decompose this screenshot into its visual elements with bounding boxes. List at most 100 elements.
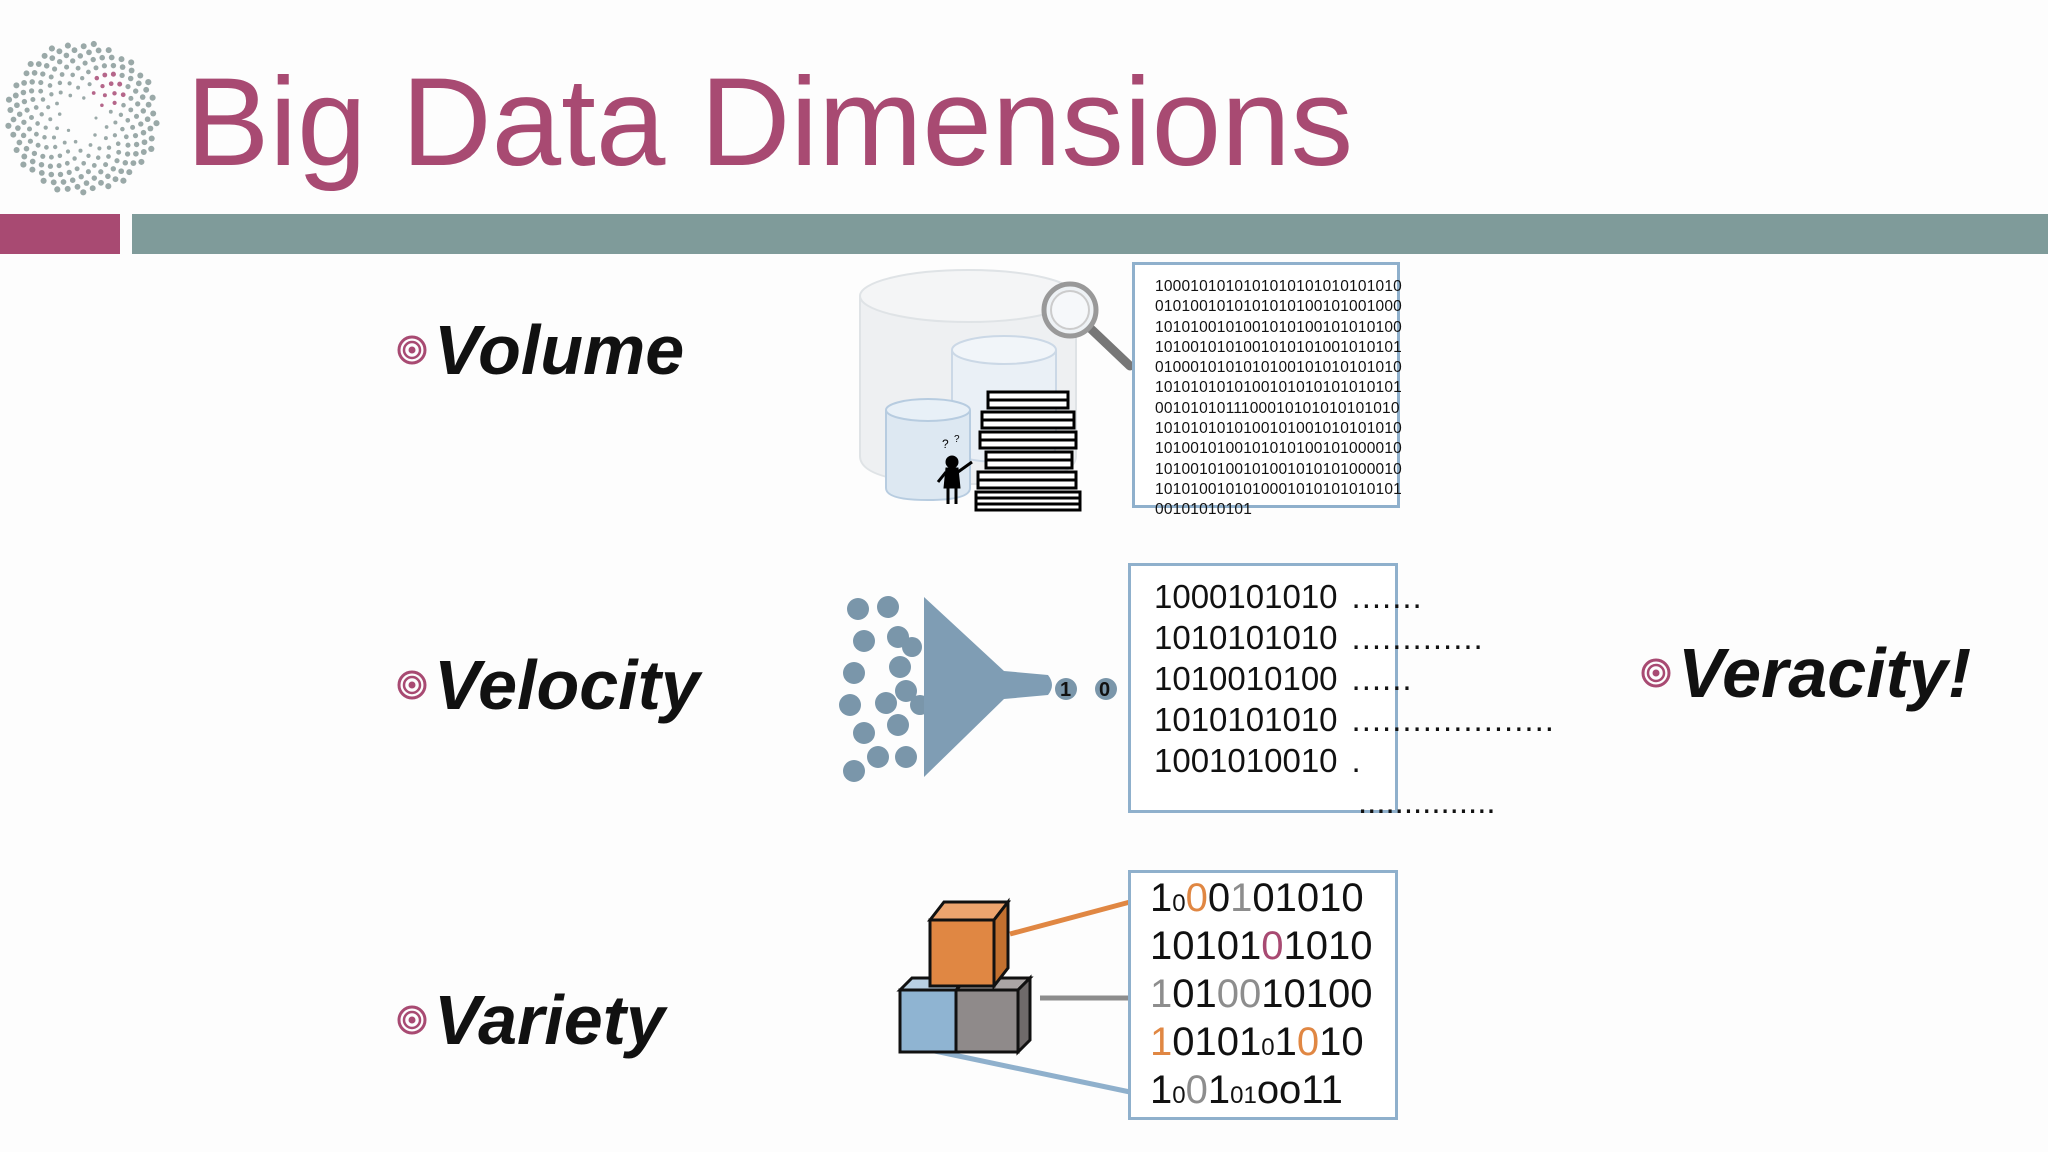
bit: 1 xyxy=(1150,1020,1173,1064)
logo-dot xyxy=(80,76,85,81)
bit: 0 xyxy=(1172,890,1186,917)
logo-dot xyxy=(5,122,12,129)
logo-dot xyxy=(78,148,83,153)
logo-dot xyxy=(47,163,54,169)
logo-dot xyxy=(116,149,122,155)
velocity-row: 1010101010.................... xyxy=(1154,701,1555,739)
logo-dot xyxy=(135,80,142,87)
logo-dot xyxy=(108,81,114,87)
logo-dot xyxy=(40,97,46,102)
logo-dot xyxy=(110,62,117,69)
logo-dot xyxy=(55,101,59,106)
logo-dot xyxy=(55,126,59,131)
bit: 1010 xyxy=(1283,924,1373,968)
logo-dot xyxy=(128,59,135,66)
logo-dot xyxy=(138,158,145,165)
logo-dot xyxy=(15,125,21,131)
logo-dot xyxy=(120,177,127,184)
logo-dot xyxy=(90,40,97,48)
stream-dots: ...... xyxy=(1351,660,1413,697)
logo-dot xyxy=(13,146,20,154)
logo-dot xyxy=(20,132,27,139)
logo-dot xyxy=(49,55,56,61)
logo-dot xyxy=(124,151,131,157)
logo-dot xyxy=(102,72,108,78)
logo-dot xyxy=(145,79,152,86)
logo-dot xyxy=(21,98,28,105)
logo-dot xyxy=(16,139,23,146)
logo-dot xyxy=(98,169,104,175)
logo-dot xyxy=(65,149,71,154)
logo-dot xyxy=(64,185,71,192)
logo-dot xyxy=(90,56,96,63)
bit: 1 xyxy=(1274,1020,1297,1064)
logo-dot xyxy=(14,102,20,109)
logo-dot xyxy=(140,129,147,136)
logo-dot xyxy=(70,72,75,78)
logo-dot xyxy=(40,71,46,77)
cube-orange-icon xyxy=(926,897,1012,991)
bit: oo11 xyxy=(1256,1068,1343,1112)
bit: 0 xyxy=(1185,876,1208,920)
logo-dot xyxy=(48,171,55,178)
logo-dot xyxy=(39,112,44,117)
logo-dot xyxy=(132,132,139,139)
stream-dots: . xyxy=(1351,742,1362,779)
bit: 01 xyxy=(1230,1082,1257,1109)
logo-dot xyxy=(118,112,124,117)
bullet-variety: Variety xyxy=(396,980,665,1060)
logo-dot xyxy=(128,67,135,74)
logo-dot xyxy=(75,65,81,71)
logo-dot xyxy=(43,125,48,130)
logo-dot xyxy=(49,92,54,97)
velocity-trailing-dots: ............... xyxy=(1358,783,1496,820)
variety-binary-box xyxy=(1128,870,1398,1120)
logo-dot xyxy=(7,107,14,113)
logo-dot xyxy=(59,72,65,77)
logo-dot xyxy=(123,134,129,140)
target-bullet-icon xyxy=(397,1005,427,1035)
header-bar-accent xyxy=(0,214,120,254)
logo-dot xyxy=(27,138,34,144)
logo-dot xyxy=(38,170,45,176)
logo-dot xyxy=(145,101,152,108)
logo-dot xyxy=(148,135,155,142)
logo-dot xyxy=(105,183,112,190)
logo-dot xyxy=(118,56,125,63)
bullet-velocity: Velocity xyxy=(396,645,700,725)
logo-dot xyxy=(119,64,126,70)
funnel-icon xyxy=(924,597,1052,777)
svg-text:?: ? xyxy=(954,434,960,445)
logo-dot xyxy=(16,111,23,117)
logo-dot xyxy=(95,47,102,54)
logo-dot xyxy=(133,150,139,157)
logo-dot xyxy=(58,90,63,95)
logo-dot xyxy=(95,155,101,160)
variety-row: 1010101010 xyxy=(1150,924,1372,969)
binary-line: 1010100101010001010101010101 xyxy=(1155,480,1402,498)
logo-dot xyxy=(57,80,63,86)
bit: 10 xyxy=(1319,1020,1364,1064)
logo-dot xyxy=(97,146,102,151)
connector-lines xyxy=(929,899,1131,1095)
logo-dot xyxy=(27,60,34,68)
binary-line: 1010010100101010100101000010 xyxy=(1155,440,1402,458)
logo-dot xyxy=(35,121,40,126)
logo-dot xyxy=(119,72,125,79)
logo-dot xyxy=(28,88,35,94)
logo-dot xyxy=(113,120,118,125)
logo-dot xyxy=(47,83,53,88)
logo-dot xyxy=(56,58,63,65)
logo-dot xyxy=(128,107,134,113)
logo-dot xyxy=(29,158,36,165)
logo-dot xyxy=(10,131,17,138)
logo-dot xyxy=(144,116,151,123)
binary-line: 0100010101010100101010101010 xyxy=(1155,359,1402,377)
target-bullet-icon xyxy=(397,335,427,365)
velocity-row: 1000101010....... xyxy=(1154,578,1423,616)
logo-dot xyxy=(125,117,131,123)
output-bit: 0 xyxy=(1099,679,1110,701)
logo-dot xyxy=(64,64,70,70)
logo-dot xyxy=(24,107,30,113)
logo-dot xyxy=(127,75,134,82)
